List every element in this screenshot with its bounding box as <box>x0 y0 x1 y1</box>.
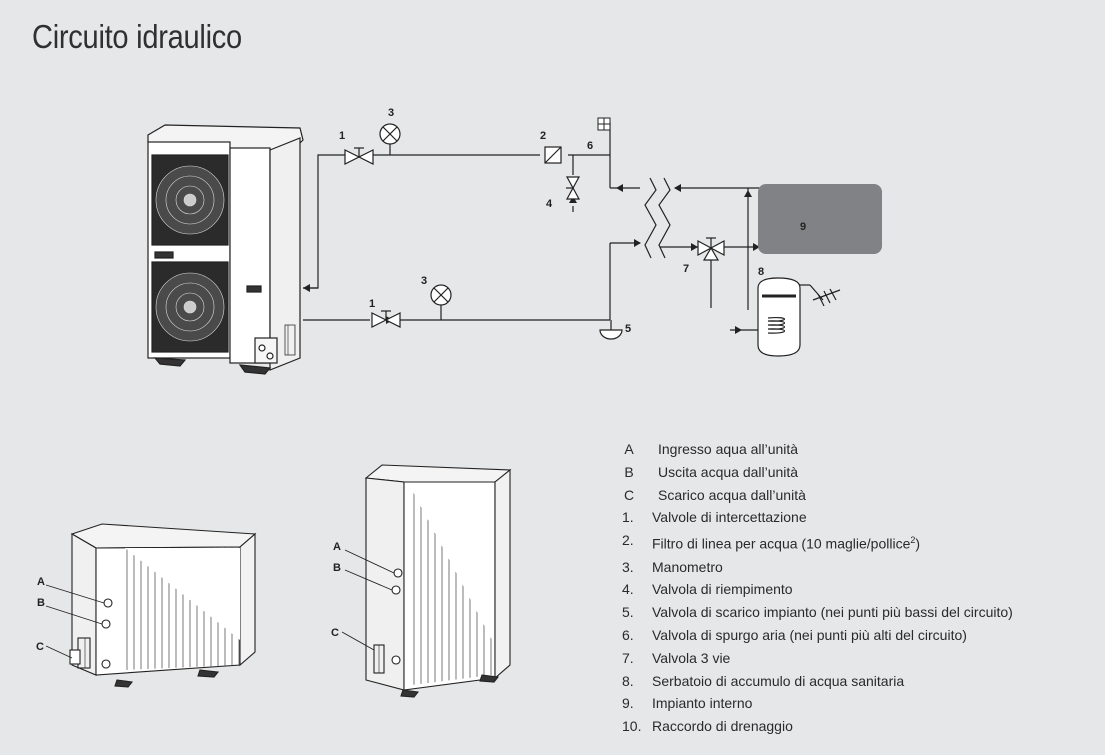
internal-system-box <box>758 184 882 254</box>
flow-arrows <box>303 184 760 334</box>
legend-key: 2. <box>622 532 634 549</box>
hot-water-tank <box>757 277 801 357</box>
label-valve-1-top: 1 <box>339 130 345 142</box>
legend-item-1: 1. Valvole di intercettazione <box>616 506 1013 529</box>
shutoff-valve-bottom <box>371 310 401 328</box>
water-filter <box>544 146 562 164</box>
legend-list: A Ingresso aqua all’unità B Uscita acqua d… <box>616 438 1013 738</box>
legend-key: 8. <box>622 672 634 689</box>
label-fill-valve-4: 4 <box>546 198 553 210</box>
unit-left-label-a: A <box>37 576 45 588</box>
legend-item-b: B Uscita acqua dall’unità <box>616 461 1013 484</box>
legend-key: B <box>624 463 634 480</box>
legend-text: Valvola di scarico impianto (nei punti p… <box>652 604 1013 621</box>
unit-left-label-b: B <box>37 597 45 609</box>
legend-text: Valvole di intercettazione <box>652 509 807 526</box>
legend-key: 6. <box>622 627 634 644</box>
legend-item-c: C Scarico acqua dall’unità <box>616 484 1013 507</box>
legend-item-10: 10. Raccordo di drenaggio <box>616 715 1013 738</box>
legend-key: 7. <box>622 649 634 666</box>
unit-left-label-c: C <box>36 641 44 653</box>
pressure-gauge-top <box>379 123 401 145</box>
drain-valve <box>599 320 623 340</box>
label-gauge-3-top: 3 <box>388 107 394 119</box>
legend-key: A <box>624 441 634 457</box>
label-three-way-7: 7 <box>683 263 689 275</box>
unit-right-leader-lines <box>341 549 395 651</box>
legend-text: Uscita acqua dall’unità <box>658 463 799 480</box>
unit-right-label-c: C <box>331 627 339 639</box>
pipe-break-symbol <box>644 177 671 259</box>
legend-text: Impianto interno <box>652 695 753 712</box>
outdoor-unit-illustration <box>147 124 304 375</box>
label-valve-1-bottom: 1 <box>369 298 375 310</box>
legend-item-6: 6. Valvola di spurgo aria (nei punti più … <box>616 624 1013 647</box>
legend-item-5: 5. Valvola di scarico impianto (nei punti… <box>616 601 1013 624</box>
label-gauge-3-bottom: 3 <box>421 275 427 287</box>
legend-text: Ingresso aqua all’unità <box>658 441 799 457</box>
page-title: Circuito idraulico <box>32 18 242 55</box>
legend-key: 1. <box>622 509 634 526</box>
unit-rear-view-left <box>69 523 257 688</box>
unit-right-label-b: B <box>333 562 341 574</box>
legend-text: Serbatoio di accumulo di acqua sanitaria <box>652 672 905 689</box>
legend-item-7: 7. Valvola 3 vie <box>616 647 1013 670</box>
legend-text: Raccordo di drenaggio <box>652 718 793 735</box>
label-drain-5: 5 <box>625 323 631 335</box>
label-filter-2: 2 <box>540 130 546 142</box>
legend-text: Filtro di linea per acqua (10 maglie/pol… <box>652 535 911 552</box>
legend-item-9: 9. Impianto interno <box>616 692 1013 715</box>
legend-item-3: 3. Manometro <box>616 556 1013 579</box>
three-way-valve <box>697 237 725 261</box>
legend-text: Valvola di riempimento <box>652 581 793 598</box>
label-air-vent-6: 6 <box>587 140 593 152</box>
shutoff-valve-top <box>344 147 374 165</box>
legend-key: 9. <box>622 695 634 712</box>
label-internal-system-9: 9 <box>800 221 806 233</box>
legend-key: 4. <box>622 581 634 598</box>
air-vent <box>597 117 611 131</box>
piping <box>303 122 824 348</box>
legend-text-wrap: Filtro di linea per acqua (10 maglie/pol… <box>652 529 920 555</box>
legend-superscript: 2 <box>910 535 916 546</box>
legend-text-after: ) <box>915 535 921 552</box>
legend-key: 5. <box>622 604 634 621</box>
legend-item-4: 4. Valvola di riempimento <box>616 578 1013 601</box>
legend-item-8: 8. Serbatoio di accumulo di acqua sanitar… <box>616 670 1013 693</box>
legend-key: 10. <box>622 718 642 735</box>
fill-valve <box>565 176 581 200</box>
unit-rear-view-right <box>364 464 512 698</box>
unit-right-label-a: A <box>333 541 341 553</box>
label-tank-8: 8 <box>758 266 764 278</box>
legend-text: Scarico acqua dall’unità <box>658 486 806 503</box>
legend-key: C <box>623 486 635 503</box>
legend-item-a: A Ingresso aqua all’unità <box>616 438 1013 461</box>
legend-text: Valvola 3 vie <box>652 649 731 666</box>
pressure-gauge-bottom <box>430 284 452 306</box>
tank-outlet-symbol <box>812 288 841 307</box>
unit-left-leader-lines <box>45 584 105 659</box>
legend-key: 3. <box>622 558 634 575</box>
legend-text: Valvola di spurgo aria (nei punti più al… <box>652 627 967 644</box>
legend-text: Manometro <box>652 558 723 575</box>
legend-item-2: 2. Filtro di linea per acqua (10 maglie/p… <box>616 529 1013 555</box>
